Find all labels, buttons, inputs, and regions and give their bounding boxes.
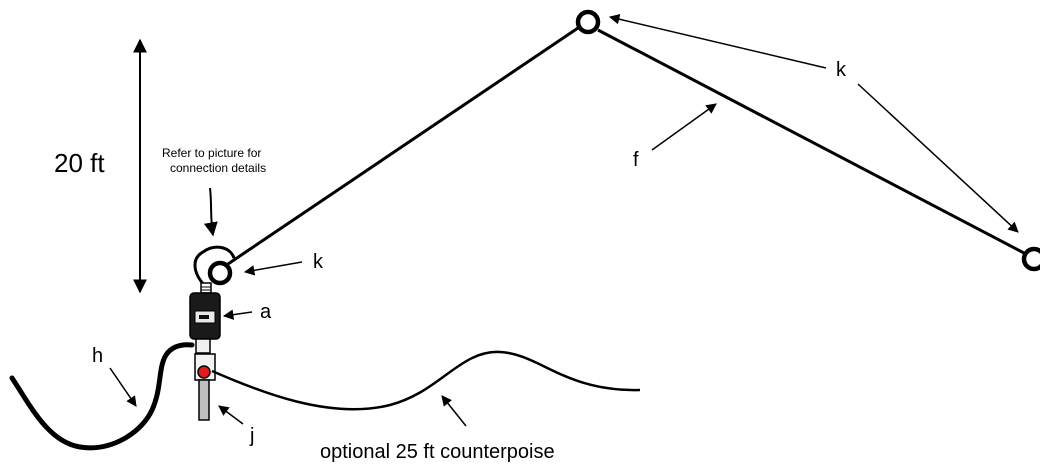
connection-note-line2: connection details: [170, 161, 266, 175]
label-j: j: [249, 425, 254, 447]
label-f: f: [633, 149, 639, 171]
connector-stem: [200, 282, 212, 294]
antenna-tuner-slot: [199, 315, 209, 319]
ground-rod: [198, 379, 210, 421]
label-a: a: [260, 301, 272, 323]
antenna-wire-left: [227, 26, 579, 266]
k-arrow-insulator: [243, 261, 303, 276]
antenna-tuner-collar: [195, 338, 211, 354]
k-arrow-right: [857, 83, 1019, 233]
insulator-right: [1021, 246, 1040, 272]
k-arrow-top: [608, 14, 827, 69]
f-arrow: [651, 103, 717, 151]
counterpoise-arrow: [441, 395, 467, 427]
counterpoise-wire: [211, 350, 641, 411]
a-arrow: [222, 309, 253, 320]
j-arrow: [218, 405, 244, 425]
height-label: 20 ft: [54, 148, 105, 178]
connection-note-arrow: [203, 187, 218, 237]
connection-note-line1: Refer to picture for: [162, 146, 261, 160]
indicator-red-dot: [197, 365, 211, 379]
antenna-wire-right: [597, 28, 1025, 255]
label-counterpoise: optional 25 ft counterpoise: [320, 441, 555, 463]
coax-cable: [9, 342, 195, 451]
insulator-top: [575, 9, 601, 35]
label-k-insulator: k: [313, 251, 324, 273]
h-arrow: [109, 367, 137, 407]
label-h: h: [92, 345, 103, 367]
insulator-feed: [207, 260, 233, 286]
jumper-loop: [193, 245, 236, 288]
label-k-top: k: [836, 59, 847, 81]
